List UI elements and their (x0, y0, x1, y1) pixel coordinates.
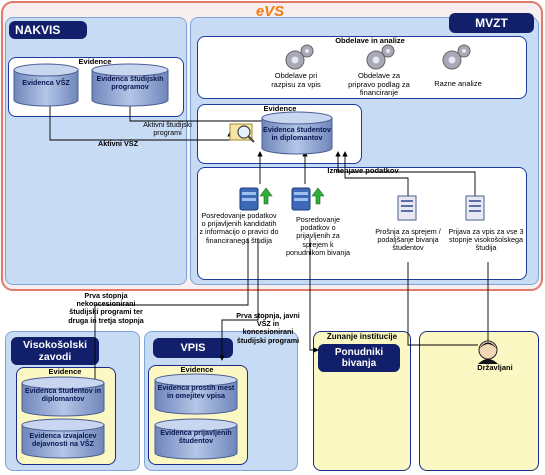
nakvis-evidence-title: Evidence (78, 57, 112, 66)
magnifier-document-icon (229, 123, 255, 143)
analysis-title: Obdelave in analize (335, 36, 405, 45)
gear-icon-1 (285, 44, 314, 70)
upload-server-icon-2 (291, 187, 325, 211)
students-db-label: Evidenca študentov in diplomantov (263, 125, 331, 143)
interfaces-box (197, 167, 527, 280)
vpis-db-label-2: Evidenca prijavljenih študentov (160, 428, 232, 446)
vpis-evidence-title: Evidence (180, 365, 214, 374)
database-icon-vsz-1 (21, 376, 105, 417)
form-document-icon-2 (465, 195, 485, 221)
vsz-db-label-1: Evidenca študentov in diplomantov (24, 386, 102, 404)
database-icon-vpis-1 (154, 373, 238, 415)
exchange-label-3: Prošnja za sprejem / podaljšanje bivanja… (375, 227, 441, 253)
nakvis-db-label-1: Evidenca VŠZ (22, 78, 70, 87)
mvzt-evidence-title: Evidence (263, 104, 297, 113)
connectors (49, 104, 489, 399)
vpis-title: VPIS (153, 338, 233, 358)
database-icon-vpis-2 (154, 418, 238, 460)
upload-server-icon-1 (239, 187, 273, 211)
vsz-title: Visokošolski zavodi (11, 337, 99, 365)
external-institutions-title: Zunanje institucije (326, 332, 398, 341)
gear-icon-2 (366, 44, 395, 70)
database-icon-vsz-2 (21, 418, 105, 459)
nakvis-title: NAKVIS (9, 21, 87, 39)
database-icon-nakvis-1 (13, 63, 79, 107)
gear-label-1: Obdelave pri razpisu za vpis (271, 71, 321, 89)
database-icon-nakvis-2 (91, 63, 169, 107)
gear-label-3: Razne analize (434, 79, 482, 88)
arrow-label-active-programs: Aktivni študijski programi (143, 120, 192, 138)
exchange-label-1: Posredovanje podatkov o prijavljenih kan… (199, 211, 279, 245)
housing-providers-box[interactable]: Ponudniki bivanja (318, 344, 400, 372)
citizens-panel (419, 331, 539, 471)
mvzt-title: MVZT (449, 13, 534, 33)
exchange-label-2: Posredovanje podatkov o prijavljenih za … (286, 215, 350, 257)
form-document-icon-1 (397, 195, 417, 221)
exchange-label-4: Prijava za vpis za vse 3 stopnje visokoš… (448, 227, 524, 253)
nakvis-db-label-2: Evidenca študijskih programov (96, 74, 164, 92)
flow-label-first-cycle-public: Prva stopnja, javni VŠZ in koncesioniran… (236, 311, 300, 345)
vpis-db-label-1: Evidenca prostih mest in omejitev vpisa (157, 383, 235, 401)
gear-icon-3 (442, 44, 471, 70)
citizen-avatar-icon[interactable] (478, 340, 498, 364)
flow-label-first-cycle-non-concession: Prva stopnja nekoncesionirani študijski … (68, 291, 144, 325)
arrow-label-active-vsz: Aktivni VŠZ (98, 139, 138, 148)
gear-label-2: Obdelave za pripravo podlag za financira… (348, 71, 410, 98)
interfaces-title: Izmenjave podatkov (327, 166, 399, 175)
vsz-evidence-title: Evidence (48, 367, 82, 376)
vsz-db-label-2: Evidenca izvajalcev dejavnosti na VŠZ (29, 431, 97, 449)
analysis-box (197, 36, 527, 99)
evs-title: eVS (255, 3, 285, 20)
citizens-label: Državljani (477, 363, 513, 372)
database-icon-students (261, 111, 333, 155)
